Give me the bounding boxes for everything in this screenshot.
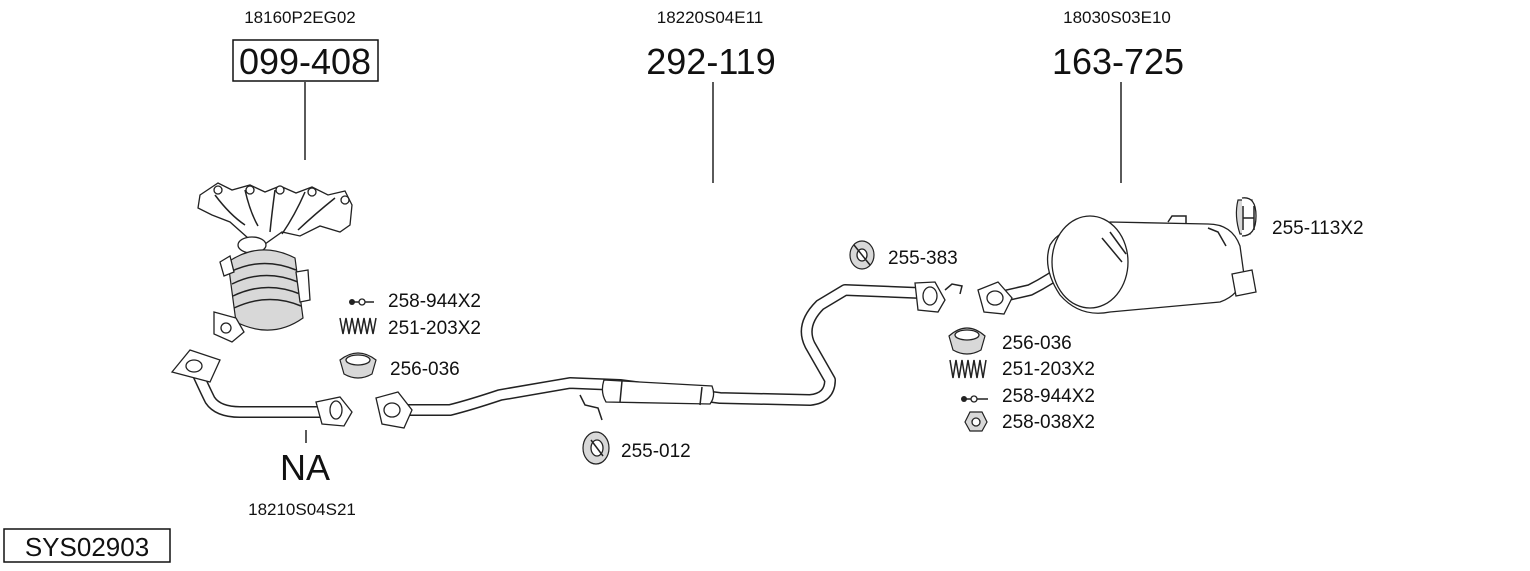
middle-pipe-drawing — [375, 281, 963, 429]
gasket-icon — [339, 352, 377, 379]
rear-silencer-number: 163-725 — [1052, 41, 1184, 82]
spring-rear-label: 251-203X2 — [1002, 359, 1095, 380]
front-pipe-drawing — [170, 349, 353, 427]
manifold-number: 099-408 — [239, 41, 371, 82]
spring-icon — [949, 359, 987, 379]
bolt-rear-label: 258-944X2 — [1002, 386, 1095, 407]
rubber-ring-icon — [849, 240, 875, 270]
middle-pipe-number: 292-119 — [646, 41, 775, 82]
system-code-box — [3, 528, 171, 563]
hanger-rear-label: 255-113X2 — [1272, 218, 1364, 239]
front-pipe-oem-label: 18210S04S21 — [248, 500, 356, 519]
gasket-icon — [948, 327, 986, 355]
rear-silencer-oem-label: 18030S03E10 — [1063, 8, 1171, 27]
rubber-mount-icon — [582, 431, 610, 465]
manifold-oem-label: 18160P2EG02 — [244, 8, 356, 27]
gasket-rear-label: 256-036 — [1002, 333, 1072, 354]
rubber-ring-mid-label: 255-383 — [888, 248, 958, 269]
front-pipe-number: NA — [280, 447, 330, 488]
nut-icon — [964, 411, 988, 432]
spring-front-label: 251-203X2 — [388, 318, 481, 339]
bolt-front-label: 258-944X2 — [388, 291, 481, 312]
spring-icon — [339, 317, 377, 335]
middle-pipe-oem-label: 18220S04E11 — [657, 8, 764, 27]
bolt-icon — [961, 395, 988, 403]
exhaust-manifold-drawing — [197, 182, 353, 343]
rear-silencer-drawing — [977, 215, 1257, 315]
system-code: SYS02903 — [25, 532, 149, 562]
nut-rear-label: 258-038X2 — [1002, 412, 1095, 433]
rubber-mount-mid-label: 255-012 — [621, 441, 691, 462]
hanger-icon — [1235, 197, 1257, 237]
gasket-front-label: 256-036 — [390, 359, 460, 380]
manifold-number-box — [232, 39, 379, 82]
bolt-icon — [349, 298, 374, 306]
